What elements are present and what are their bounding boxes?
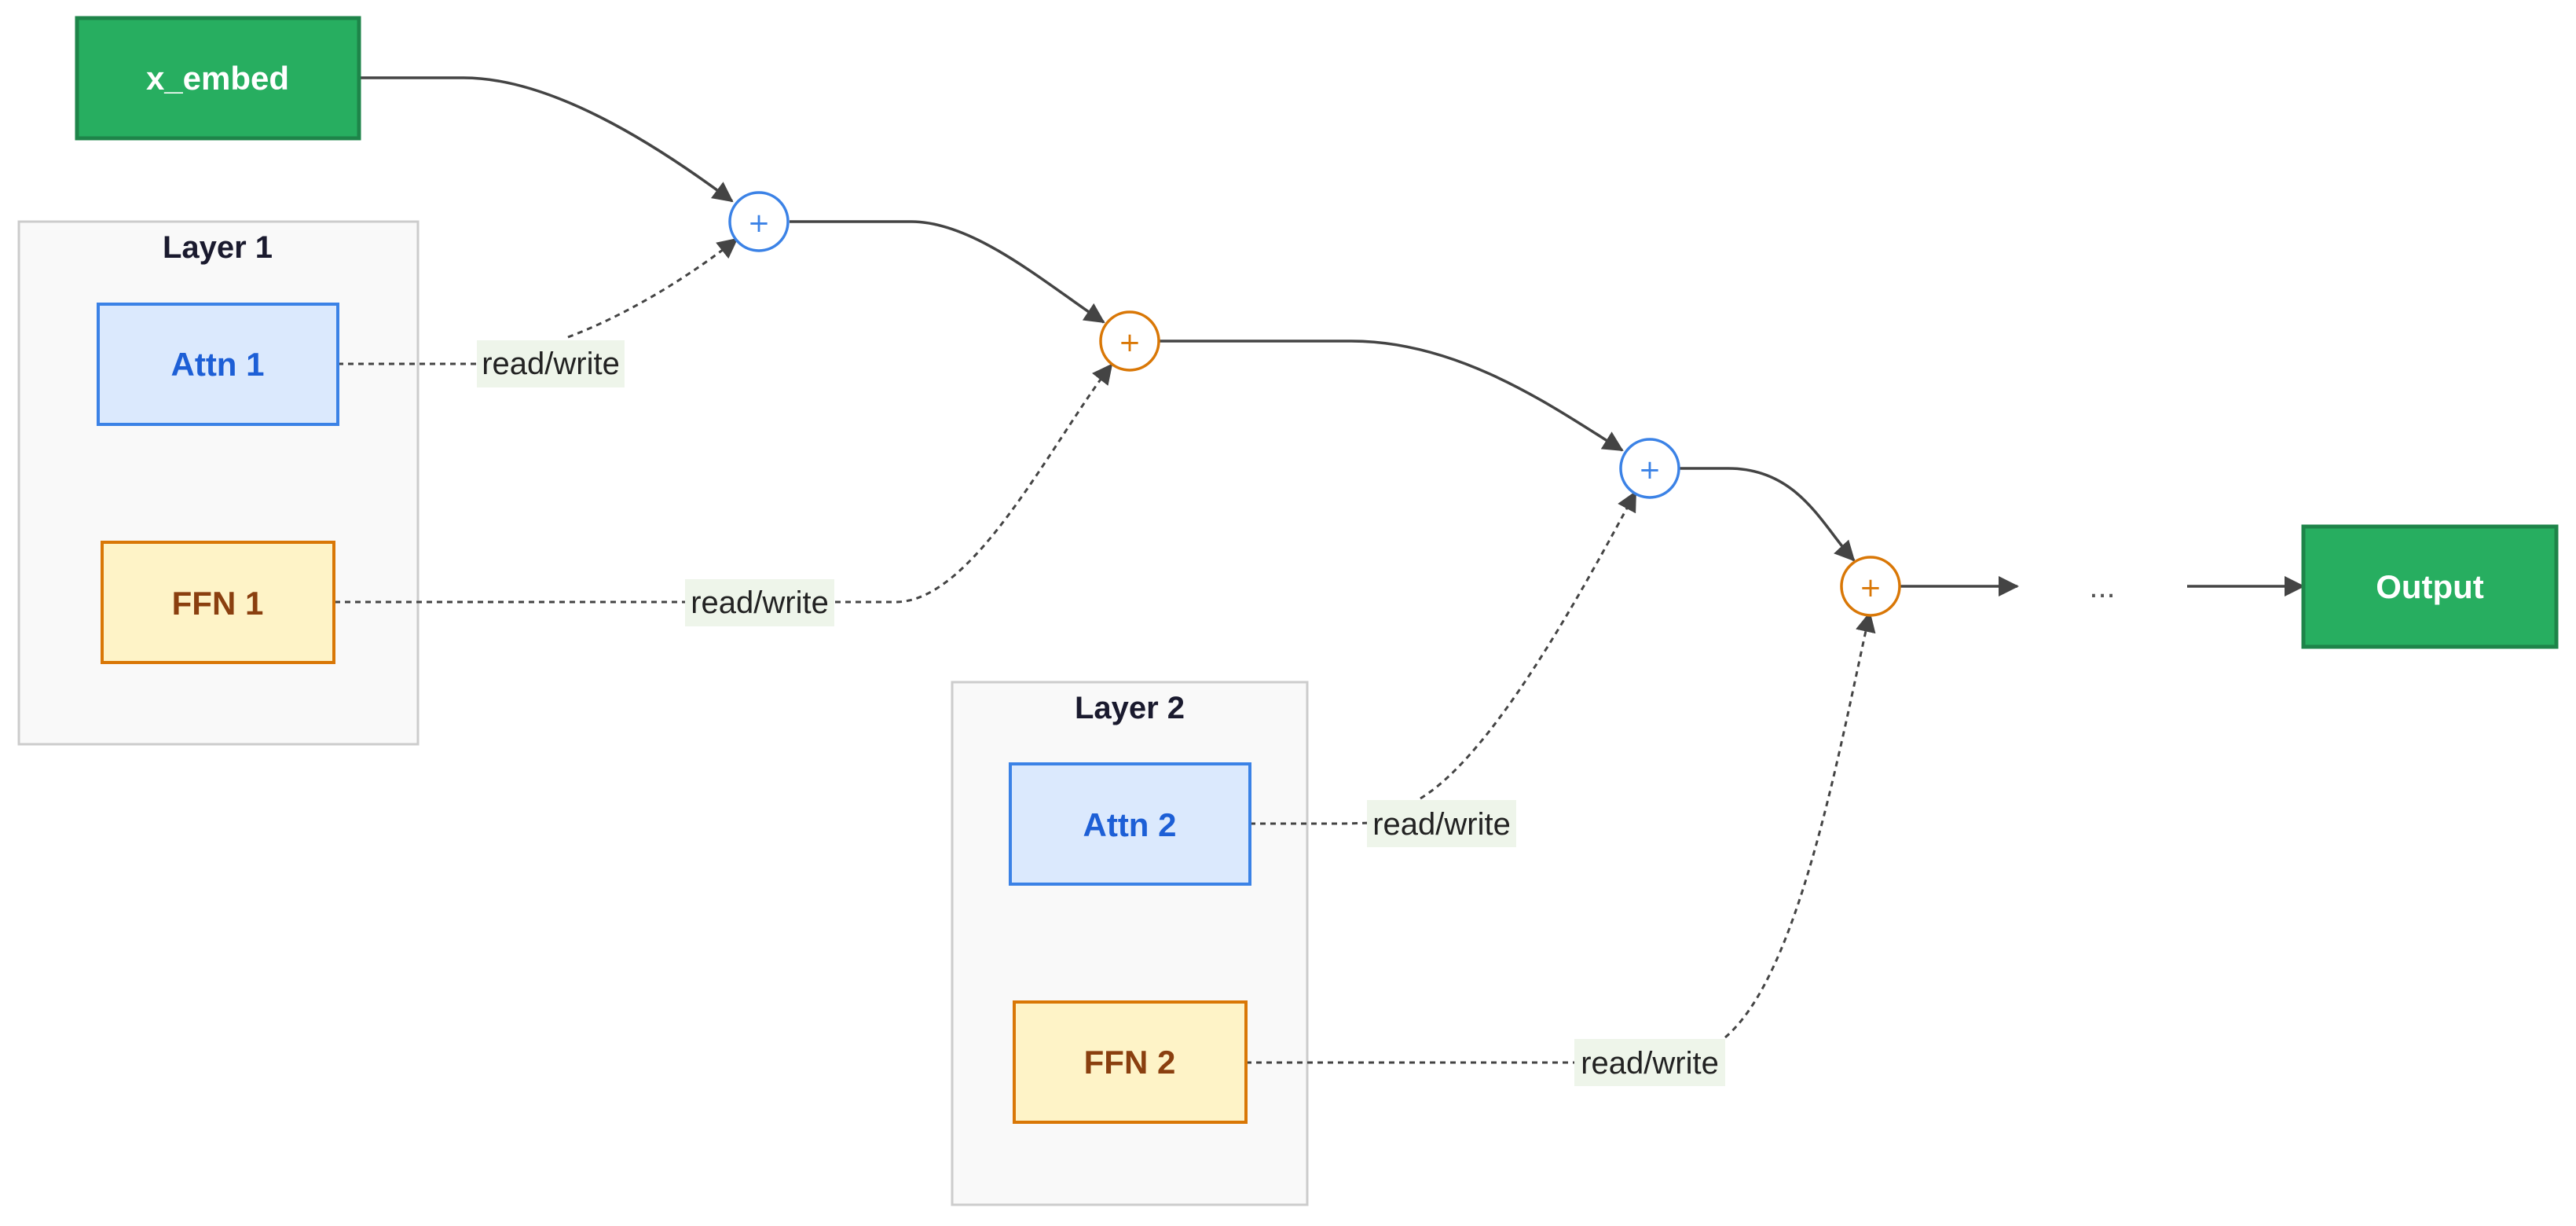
node-ffn-2: FFN 2 [1013, 1000, 1248, 1124]
edge-embed-to-add1 [359, 76, 734, 203]
edge-ffn2-to-add4 [1724, 611, 1876, 1039]
edge-label-ffn2: read/write [1574, 1039, 1725, 1086]
node-attn-2-label: Attn 2 [1083, 806, 1177, 843]
layer-1-label: Layer 1 [163, 230, 273, 265]
edge-label-ffn1: read/write [685, 579, 834, 626]
residual-add-1: + [728, 191, 790, 252]
layer-2-label: Layer 2 [1075, 691, 1185, 725]
edge-label-ffn2-text: read/write [1581, 1046, 1719, 1081]
residual-add-4: + [1840, 556, 1901, 617]
ellipsis-node: ... [2089, 570, 2115, 604]
edge-add3-to-add4 [1679, 467, 1856, 562]
node-ffn-1-label: FFN 1 [172, 585, 264, 622]
edge-label-attn2: read/write [1367, 800, 1516, 847]
edge-add1-to-add2 [790, 220, 1105, 324]
residual-add-1-symbol: + [748, 207, 771, 239]
node-output-label: Output [2376, 568, 2484, 605]
edge-ffn1-to-add2 [835, 363, 1113, 604]
residual-add-3-symbol: + [1639, 454, 1662, 486]
node-attn-1: Attn 1 [97, 303, 339, 426]
edge-label-attn1-text: read/write [482, 347, 620, 381]
edge-label-ffn1-text: read/write [691, 585, 829, 620]
edge-add2-to-add3 [1159, 340, 1624, 452]
node-attn-1-label: Attn 1 [171, 346, 265, 383]
node-attn-2: Attn 2 [1009, 762, 1251, 886]
edge-label-attn1: read/write [477, 340, 625, 387]
node-x-embed: x_embed [75, 16, 361, 141]
residual-add-2: + [1099, 310, 1160, 372]
layer-2-group: Layer 2 [951, 681, 1309, 1206]
node-output: Output [2301, 524, 2559, 649]
edge-attn1-to-add1 [567, 237, 738, 339]
edge-attn2-to-add3 [1420, 490, 1637, 800]
edge-label-attn2-text: read/write [1372, 807, 1511, 842]
residual-stream-edges [359, 76, 2305, 596]
node-ffn-1: FFN 1 [101, 541, 335, 664]
node-x-embed-label: x_embed [146, 60, 289, 97]
residual-add-3: + [1619, 438, 1680, 499]
residual-add-2-symbol: + [1119, 327, 1141, 358]
residual-add-4-symbol: + [1860, 572, 1882, 604]
layer-1-group: Layer 1 [17, 220, 420, 746]
node-ffn-2-label: FFN 2 [1084, 1044, 1176, 1081]
